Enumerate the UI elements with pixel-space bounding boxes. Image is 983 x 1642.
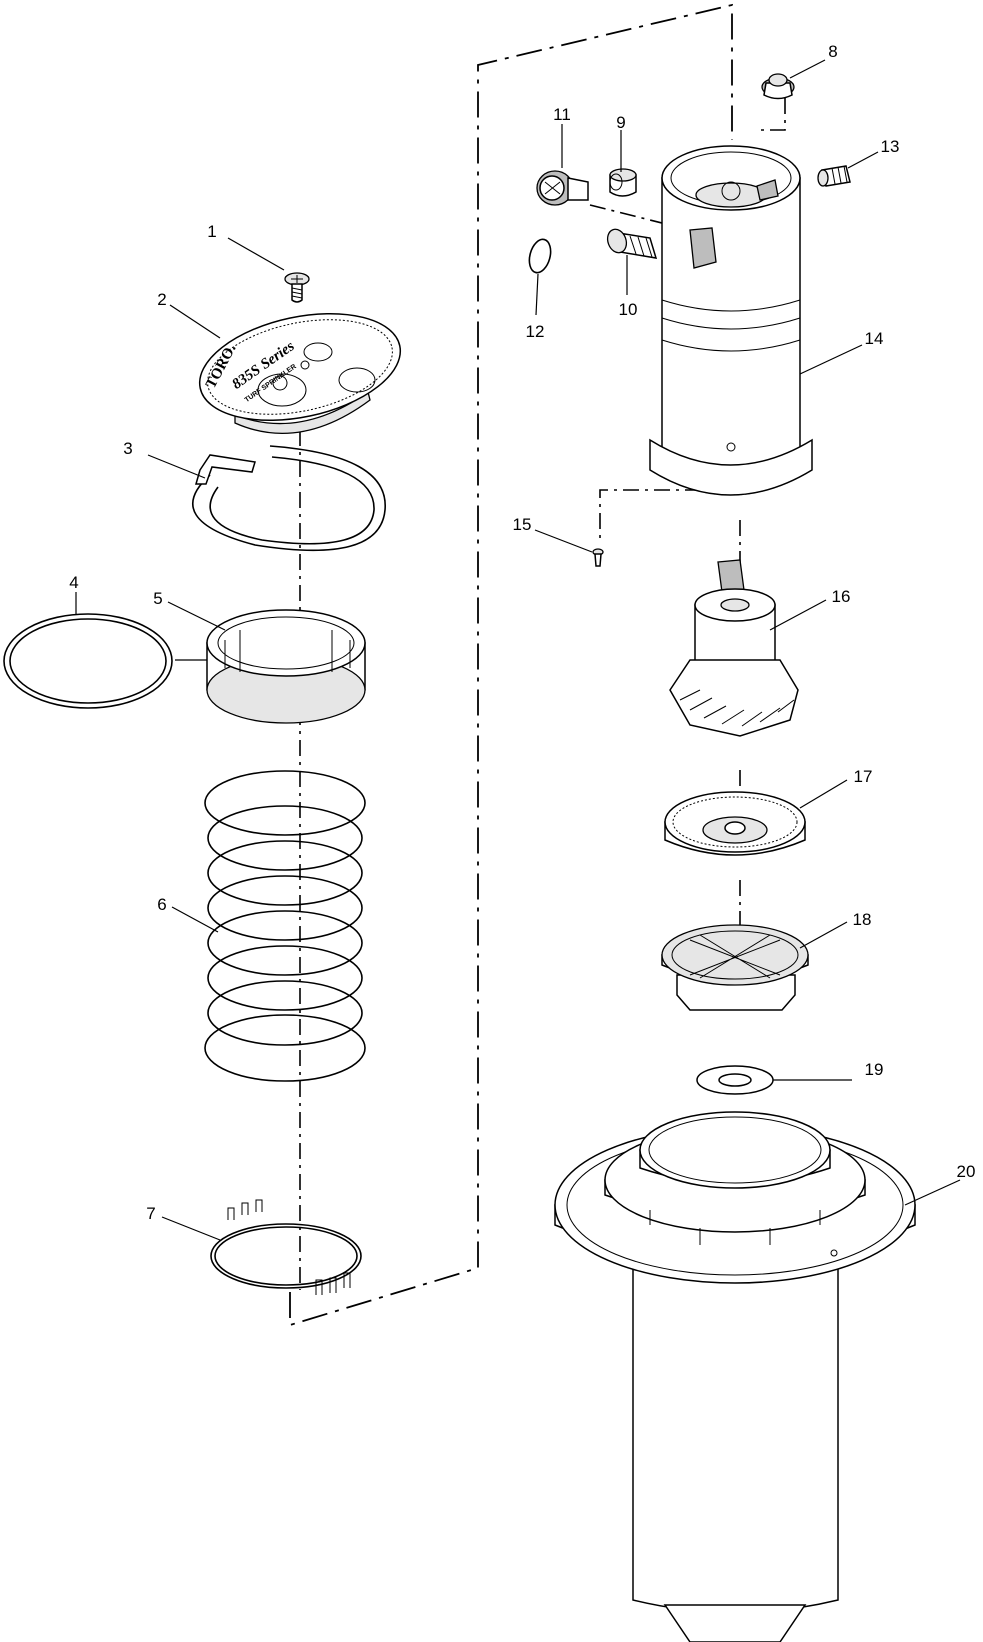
callout-7: 7 [146,1204,155,1223]
callout-4: 4 [69,573,78,592]
part-clip-ring [210,1199,362,1295]
callout-5: 5 [153,589,162,608]
callout-3: 3 [123,439,132,458]
part-plug [536,170,589,206]
part-retaining-ring [175,609,366,724]
part-washer [696,1065,774,1095]
callout-16: 16 [832,587,851,606]
callout-6: 6 [157,895,166,914]
callout-20: 20 [957,1162,976,1181]
callout-2: 2 [157,290,166,309]
leader-lines [75,59,961,1241]
callout-15: 15 [513,515,532,534]
callout-9: 9 [616,113,625,132]
part-nozzle-large [606,228,658,259]
part-nozzle-small [609,168,637,197]
part-stator [664,791,806,856]
part-o-ring-small [528,238,552,274]
part-snap-ring [191,445,386,552]
part-spring [204,770,366,1082]
part-filter-screen [661,924,809,1011]
callout-10: 10 [619,300,638,319]
part-screw [284,272,310,303]
callout-1: 1 [207,222,216,241]
callout-8: 8 [828,42,837,61]
callout-11: 11 [553,105,571,124]
callout-12: 12 [526,322,545,341]
callout-13: 13 [881,137,900,156]
part-nozzle-right [817,165,851,187]
part-selector-knob [761,73,795,100]
callout-18: 18 [853,910,872,929]
callout-19: 19 [865,1060,884,1079]
part-riser-housing [649,145,813,496]
part-nozzle-cap: TORO. 835S Series TURF SPRINKLER [198,312,402,434]
callout-14: 14 [865,329,884,348]
part-o-ring [3,613,173,709]
callout-17: 17 [854,767,873,786]
part-sprinkler-body [554,1111,916,1642]
part-small-screw [592,548,604,567]
callout-labels: 1 2 3 4 5 6 7 8 9 10 11 12 13 14 15 16 1… [69,42,975,1223]
part-drive-assembly [669,559,799,737]
